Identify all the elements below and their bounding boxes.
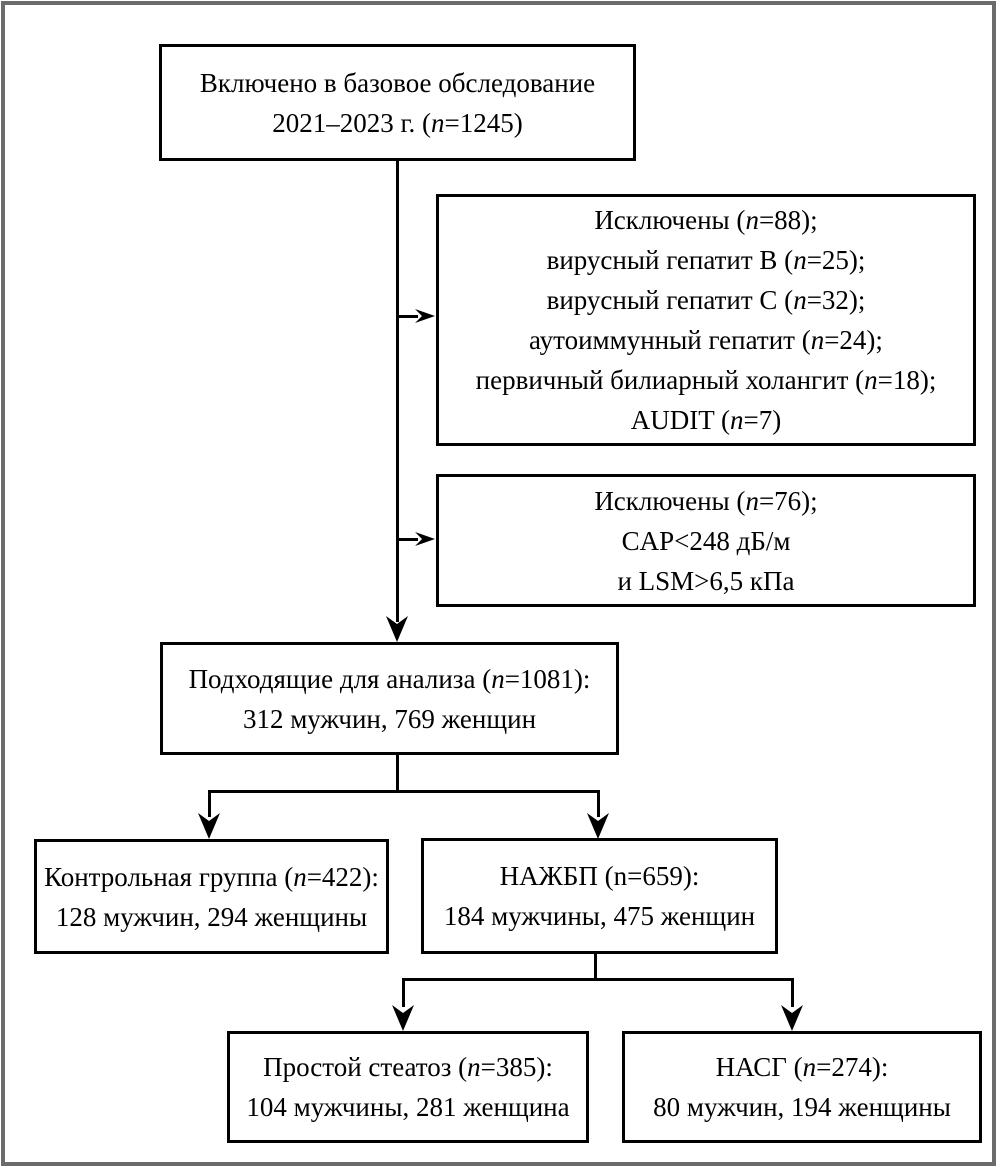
flow-box-text-line: 312 мужчин, 769 женщин: [242, 703, 537, 734]
flow-box-text-line: 2021–2023 г. (n=1245): [272, 107, 523, 138]
flow-box-text-line: Подходящие для анализа (n=1081):: [188, 663, 591, 694]
connector-drop-steatosis: [402, 978, 405, 1007]
arrow-right-icon: [415, 532, 435, 546]
connector-branch-excluded1: [396, 315, 418, 318]
arrow-down-icon: [386, 616, 408, 642]
arrow-down-icon: [587, 813, 609, 839]
flow-box-text-line: первичный билиарный холангит (n=18);: [475, 365, 937, 395]
connector-main-vertical: [396, 160, 399, 622]
flow-box-nafld-group: НАЖБП (n=659): 184 мужчины, 475 женщин: [421, 838, 778, 954]
flow-box-text-line: Контрольная группа (n=422):: [44, 861, 379, 892]
arrow-down-icon: [198, 813, 220, 839]
connector-eligible-stub: [396, 753, 399, 793]
connector-split1-horizontal: [208, 790, 600, 793]
connector-nafld-stub: [594, 952, 597, 981]
flow-box-control-group: Контрольная группа (n=422): 128 мужчин, 2…: [34, 839, 389, 954]
flow-box-text-line: Исключены (n=88);: [594, 205, 818, 235]
flow-box-text-line: 80 мужчин, 194 женщины: [653, 1092, 951, 1122]
flow-box-simple-steatosis: Простой стеатоз (n=385): 104 мужчины, 281…: [227, 1031, 589, 1143]
flow-box-text-line: 184 мужчины, 475 женщин: [443, 901, 756, 931]
flow-box-text-line: вирусный гепатит B (n=25);: [546, 245, 866, 275]
flow-box-text-line: 128 мужчин, 294 женщины: [55, 901, 368, 932]
connector-drop-control: [208, 790, 211, 817]
flow-box-text-line: CAP<248 дБ/м: [621, 525, 791, 556]
flow-box-excluded-hepatitis: Исключены (n=88); вирусный гепатит B (n=2…: [436, 194, 976, 446]
arrow-down-icon: [781, 1005, 803, 1031]
arrow-down-icon: [392, 1005, 414, 1031]
connector-drop-nafld: [597, 790, 600, 817]
flow-box-text-line: AUDIT (n=7): [630, 405, 782, 435]
flow-box-text-line: НАСГ (n=274):: [715, 1052, 889, 1082]
flow-box-text-line: 104 мужчины, 281 женщина: [246, 1092, 570, 1122]
flow-box-included-baseline: Включено в базовое обследование 2021–2023…: [159, 44, 636, 161]
flow-box-text-line: НАЖБП (n=659):: [499, 861, 700, 891]
connector-drop-nash: [791, 978, 794, 1007]
flow-box-text-line: Исключены (n=76);: [594, 485, 818, 516]
flow-box-eligible-for-analysis: Подходящие для анализа (n=1081): 312 мужч…: [160, 642, 619, 755]
flow-box-text-line: Включено в базовое обследование: [199, 67, 596, 98]
connector-branch-excluded2: [396, 538, 418, 541]
flow-box-text-line: аутоиммунный гепатит (n=24);: [529, 325, 883, 355]
arrow-right-icon: [415, 309, 435, 323]
flow-box-text-line: Простой стеатоз (n=385):: [263, 1052, 553, 1082]
flow-box-text-line: и LSM>6,5 кПа: [617, 565, 795, 596]
connector-split2-horizontal: [402, 978, 794, 981]
flow-box-text-line: вирусный гепатит C (n=32);: [546, 285, 866, 315]
flow-box-excluded-cap-lsm: Исключены (n=76); CAP<248 дБ/м и LSM>6,5 к…: [436, 474, 976, 607]
flow-box-nash: НАСГ (n=274): 80 мужчин, 194 женщины: [622, 1031, 982, 1143]
